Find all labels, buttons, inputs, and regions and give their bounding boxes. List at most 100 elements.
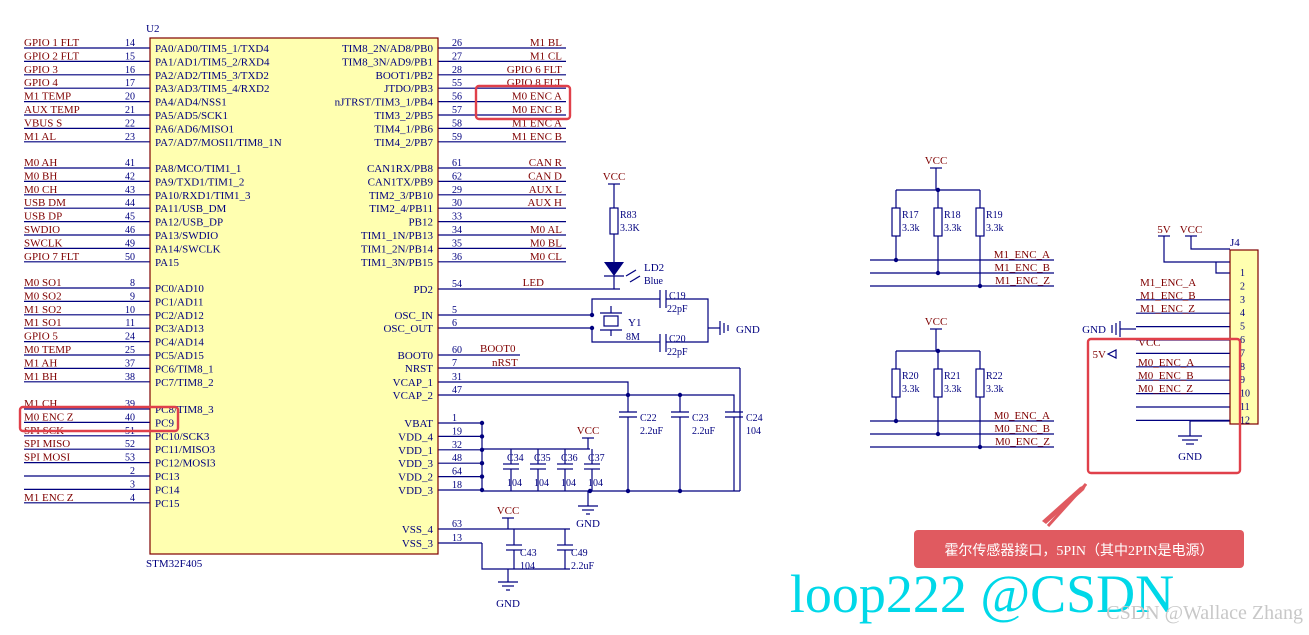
- right-pin-number: 7: [452, 358, 457, 369]
- left-pin-number: 43: [125, 185, 135, 196]
- right-pin-number: 13: [452, 533, 462, 544]
- right-pin-name: PB12: [409, 217, 433, 229]
- right-net-label: M0 ENC B: [512, 104, 562, 116]
- right-pin-number: 64: [452, 467, 462, 478]
- right-pin-number: 62: [452, 171, 462, 182]
- left-net-label: USB DM: [24, 197, 66, 209]
- cap-value: 2.2uF: [692, 426, 716, 437]
- right-pin-number: 26: [452, 38, 462, 49]
- j4-ref: J4: [1230, 237, 1240, 249]
- right-pin-number: 60: [452, 345, 462, 356]
- left-pin-name: PC6/TIM8_1: [155, 363, 214, 375]
- junction-dot: [977, 444, 983, 450]
- enc-net-label: M1_ENC_A: [994, 249, 1050, 261]
- resistor-value: 3.3k: [986, 223, 1004, 234]
- crystal-gnd-route: [666, 298, 709, 343]
- left-pin-name: PA13/SWDIO: [155, 230, 218, 242]
- right-pin-number: 35: [452, 238, 462, 249]
- left-pin-name: PC3/AD13: [155, 323, 204, 335]
- right-net-label: AUX L: [529, 184, 563, 196]
- pullup-resistor: [933, 207, 943, 237]
- resistor-ref: R18: [944, 210, 961, 221]
- junction-dot: [589, 325, 595, 331]
- left-net-label: M0 AH: [24, 157, 57, 169]
- left-net-label: M0 TEMP: [24, 344, 71, 356]
- right-pin-name: TIM2_4/PB11: [369, 203, 433, 215]
- left-pin-number: 21: [125, 105, 135, 116]
- left-pin-name: PC1/AD11: [155, 296, 204, 308]
- cap-value: 104: [520, 561, 535, 572]
- c20-value: 22pF: [667, 347, 688, 358]
- resistor-ref: R19: [986, 210, 1003, 221]
- callout-box: [914, 530, 1244, 568]
- left-pin-name: PC13: [155, 471, 180, 483]
- enc-net-label: M1_ENC_B: [994, 262, 1050, 274]
- resistor-value: 3.3k: [944, 384, 962, 395]
- vcc-label-pullup: VCC: [925, 155, 948, 167]
- left-pin-name: PA9/TXD1/TIM1_2: [155, 176, 244, 188]
- vcap-route: [628, 394, 681, 412]
- left-net-label: M1 BH: [24, 371, 57, 383]
- right-pin-number: 27: [452, 51, 462, 62]
- right-net-label: CAN R: [529, 157, 563, 169]
- left-pin-number: 17: [125, 78, 135, 89]
- left-net-label: M0 SO1: [24, 277, 62, 289]
- left-pin-name: PA8/MCO/TIM1_1: [155, 163, 241, 175]
- cap-value: 104: [746, 426, 761, 437]
- j4-net-m0b: M0_ENC_B: [1138, 370, 1194, 382]
- left-pin-number: 53: [125, 453, 135, 464]
- right-pin-name: VSS_4: [402, 524, 434, 536]
- right-net-label: M0 CL: [530, 251, 562, 263]
- right-pin-number: 30: [452, 198, 462, 209]
- left-net-label: SPI MISO: [24, 438, 70, 450]
- right-pin-name: VDD_3: [398, 485, 433, 497]
- right-pin-name: OSC_OUT: [383, 323, 433, 335]
- left-net-label: M1 ENC Z: [24, 492, 74, 504]
- right-pin-name: NRST: [405, 363, 433, 375]
- r83-body: [609, 207, 619, 235]
- junction-dot: [479, 420, 485, 426]
- right-net-label: CAN D: [528, 170, 562, 182]
- led-triangle: [604, 262, 624, 276]
- resistor-value: 3.3k: [986, 384, 1004, 395]
- cap-ref: C49: [571, 548, 588, 559]
- watermark-loop222: loop222 @CSDN: [790, 564, 1174, 624]
- left-pin-number: 50: [125, 252, 135, 263]
- left-pin-number: 37: [125, 358, 135, 369]
- pullup-resistor: [891, 368, 901, 398]
- right-pin-name: TIM4_1/PB6: [374, 123, 433, 135]
- right-pin-name: VCAP_1: [393, 377, 433, 389]
- left-net-label: M0 ENC Z: [24, 411, 74, 423]
- wire-layer: [24, 47, 1230, 591]
- right-net-label: M0 ENC A: [512, 91, 562, 103]
- right-pin-name: BOOT0: [398, 350, 434, 362]
- c20-ref: C20: [669, 334, 686, 345]
- right-pin-number: 28: [452, 65, 462, 76]
- right-pin-name: nJTRST/TIM3_1/PB4: [335, 97, 434, 109]
- left-net-label: GPIO 2 FLT: [24, 50, 79, 62]
- right-pin-name: VDD_1: [398, 445, 433, 457]
- left-pin-number: 46: [125, 225, 135, 236]
- junction-dot: [479, 461, 485, 466]
- right-pin-name: JTDO/PB3: [384, 83, 433, 95]
- left-pin-number: 20: [125, 92, 135, 103]
- j4-body: [1229, 249, 1259, 425]
- right-net-label: GPIO 6 FLT: [507, 64, 562, 76]
- left-pin-name: PA12/USB_DP: [155, 217, 223, 229]
- left-pin-number: 8: [130, 278, 135, 289]
- right-pin-number: 36: [452, 252, 462, 263]
- watermark-csdn: CSDN @Wallace Zhang: [1106, 602, 1303, 624]
- vcap-route: [680, 394, 735, 412]
- right-pin-name: PD2: [413, 284, 433, 296]
- right-pin-number: 34: [452, 225, 462, 236]
- right-net-label: M1 BL: [530, 37, 562, 49]
- highlight-box-enc-ab: [474, 84, 572, 121]
- junction-dot: [977, 283, 983, 289]
- left-pin-name: PC11/MISO3: [155, 444, 216, 456]
- mcu-chip: [149, 37, 1259, 555]
- right-pin-number: 63: [452, 519, 462, 530]
- pullup-resistor: [975, 368, 985, 398]
- cap-value: 104: [588, 478, 603, 489]
- left-pin-name: PA7/AD7/MOSI1/TIM8_1N: [155, 137, 282, 149]
